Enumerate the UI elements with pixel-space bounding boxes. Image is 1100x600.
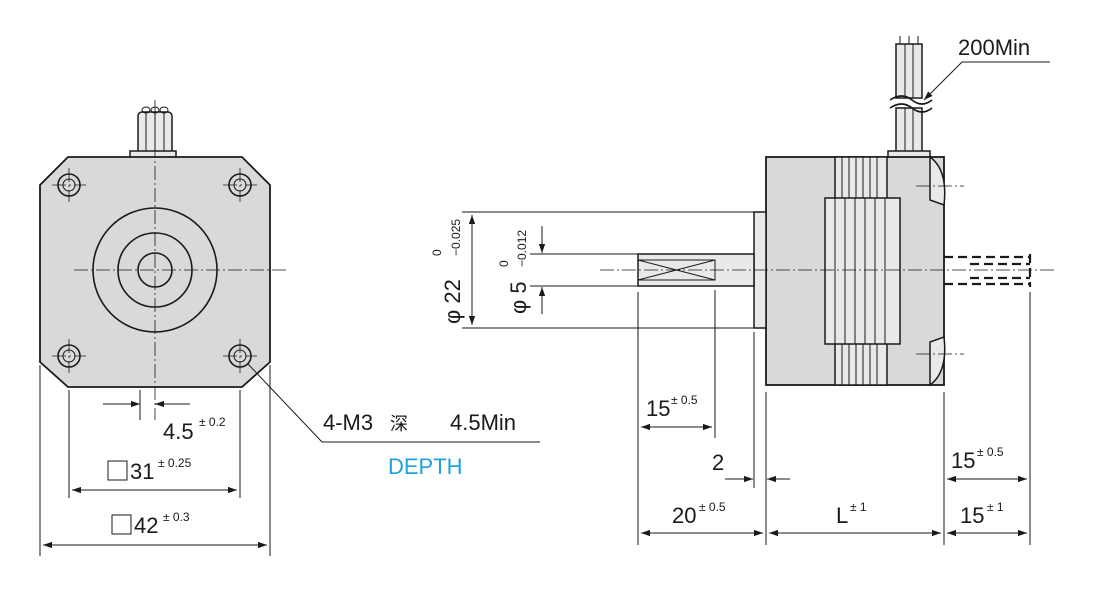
rear-shaft-length: 15	[960, 503, 984, 528]
shaft-length-tol: ± 0.5	[699, 500, 726, 514]
rear-shaft-tol: ± 1	[987, 500, 1004, 514]
body-length: L	[836, 503, 848, 528]
hole-depth-kanji: 深	[390, 414, 408, 434]
shaft-diameter: φ 5	[506, 281, 531, 314]
square-31-dimension: 31	[130, 459, 154, 484]
hole-depth-label: 4.5Min	[450, 410, 516, 435]
side-view: 200Min	[430, 35, 1055, 545]
offset-dimension: 4.5	[163, 419, 194, 444]
square-31-tolerance: ± 0.25	[158, 456, 192, 470]
shaft-tol-lower: −0.012	[515, 230, 529, 267]
square-symbol-42	[111, 514, 132, 535]
square-42-dimension: 42	[134, 513, 158, 538]
side-lead-wires	[887, 36, 933, 159]
hole-leader-line	[247, 363, 540, 443]
pilot-tol-upper: 0	[430, 249, 444, 256]
lead-wire-length: 200Min	[958, 35, 1030, 60]
square-42-tolerance: ± 0.3	[163, 510, 190, 524]
front-lead-wires	[129, 106, 177, 159]
flat-length: 15	[646, 396, 670, 421]
pilot-tol-lower: −0.025	[449, 219, 463, 256]
pilot-height: 2	[712, 450, 724, 475]
lead-wire-leader	[923, 61, 1050, 101]
depth-word-label: DEPTH	[388, 454, 463, 479]
front-view: 4.5 ± 0.2 31 ± 0.25 42 ± 0.3 4-M3 深 4.5M…	[39, 100, 540, 556]
pilot-diameter: φ 22	[440, 279, 465, 324]
rear-flat-tol: ± 0.5	[977, 445, 1004, 459]
hole-spec-label: 4-M3	[323, 410, 373, 435]
square-symbol-31	[107, 460, 128, 481]
flat-length-tol: ± 0.5	[671, 393, 698, 407]
offset-tolerance: ± 0.2	[199, 415, 226, 429]
shaft-tol-upper: 0	[497, 260, 511, 267]
shaft-length: 20	[672, 503, 696, 528]
body-length-tol: ± 1	[850, 500, 867, 514]
rear-flat-length: 15	[951, 448, 975, 473]
rotor-lines	[834, 198, 886, 344]
